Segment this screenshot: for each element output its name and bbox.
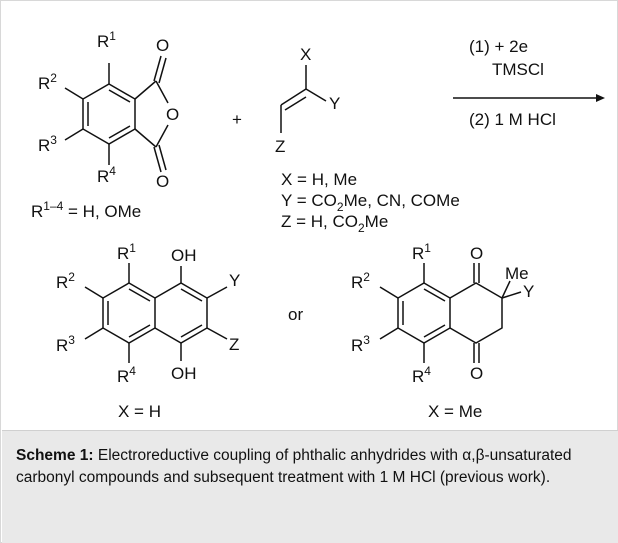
alkene-x: X — [300, 45, 311, 64]
methyl-product2: Me — [505, 264, 529, 283]
oh-bottom: OH — [171, 364, 197, 383]
y-product1: Y — [229, 271, 240, 290]
ring-oxygen: O — [166, 105, 179, 124]
y-product2: Y — [523, 282, 534, 301]
carbonyl-o-top-product2: O — [470, 244, 483, 263]
product1-condition: X = H — [118, 402, 161, 421]
r3-anhydride: R3 — [38, 133, 57, 155]
product2-condition: X = Me — [428, 402, 482, 421]
r4-product1: R4 — [117, 364, 136, 386]
condition-step1: (1) + 2e — [469, 37, 528, 56]
z-product1: Z — [229, 335, 239, 354]
carbonyl-o-bottom: O — [156, 172, 169, 191]
condition-step2: (2) 1 M HCl — [469, 110, 556, 129]
x-definition: X = H, Me — [281, 170, 357, 189]
r3-product1: R3 — [56, 333, 75, 355]
reaction-arrow — [453, 94, 605, 102]
or-label: or — [288, 305, 303, 324]
condition-tmscl: TMSCl — [492, 60, 544, 79]
oh-top: OH — [171, 246, 197, 265]
carbonyl-o-bottom-product2: O — [470, 364, 483, 383]
r1-product1: R1 — [117, 241, 136, 263]
r4-product2: R4 — [412, 364, 431, 386]
product-tetralindione — [379, 263, 522, 363]
unsaturated-alkene — [280, 65, 327, 133]
scheme-caption: Scheme 1: Electroreductive coupling of p… — [2, 430, 618, 543]
r-definition: R1–4 = H, OMe — [31, 199, 141, 221]
r2-anhydride: R2 — [38, 71, 57, 93]
alkene-z: Z — [275, 137, 285, 156]
scheme-drawing: R1 R2 R3 R4 O O O R1–4 = H, OMe + X Y Z … — [31, 29, 605, 421]
r4-anhydride: R4 — [97, 164, 116, 186]
plus-sign: + — [232, 110, 242, 129]
y-definition: Y = CO2Me, CN, COMe — [281, 191, 460, 214]
caption-label: Scheme 1: — [16, 447, 94, 464]
r2-product2: R2 — [351, 270, 370, 292]
product-naphthalenediol — [84, 263, 228, 363]
carbonyl-o-top: O — [156, 36, 169, 55]
alkene-y: Y — [329, 94, 340, 113]
phthalic-anhydride — [64, 55, 169, 173]
caption-text: Electroreductive coupling of phthalic an… — [16, 447, 572, 486]
r3-product2: R3 — [351, 333, 370, 355]
r2-product1: R2 — [56, 270, 75, 292]
z-definition: Z = H, CO2Me — [281, 212, 388, 235]
r1-product2: R1 — [412, 241, 431, 263]
r1-anhydride: R1 — [97, 29, 116, 51]
